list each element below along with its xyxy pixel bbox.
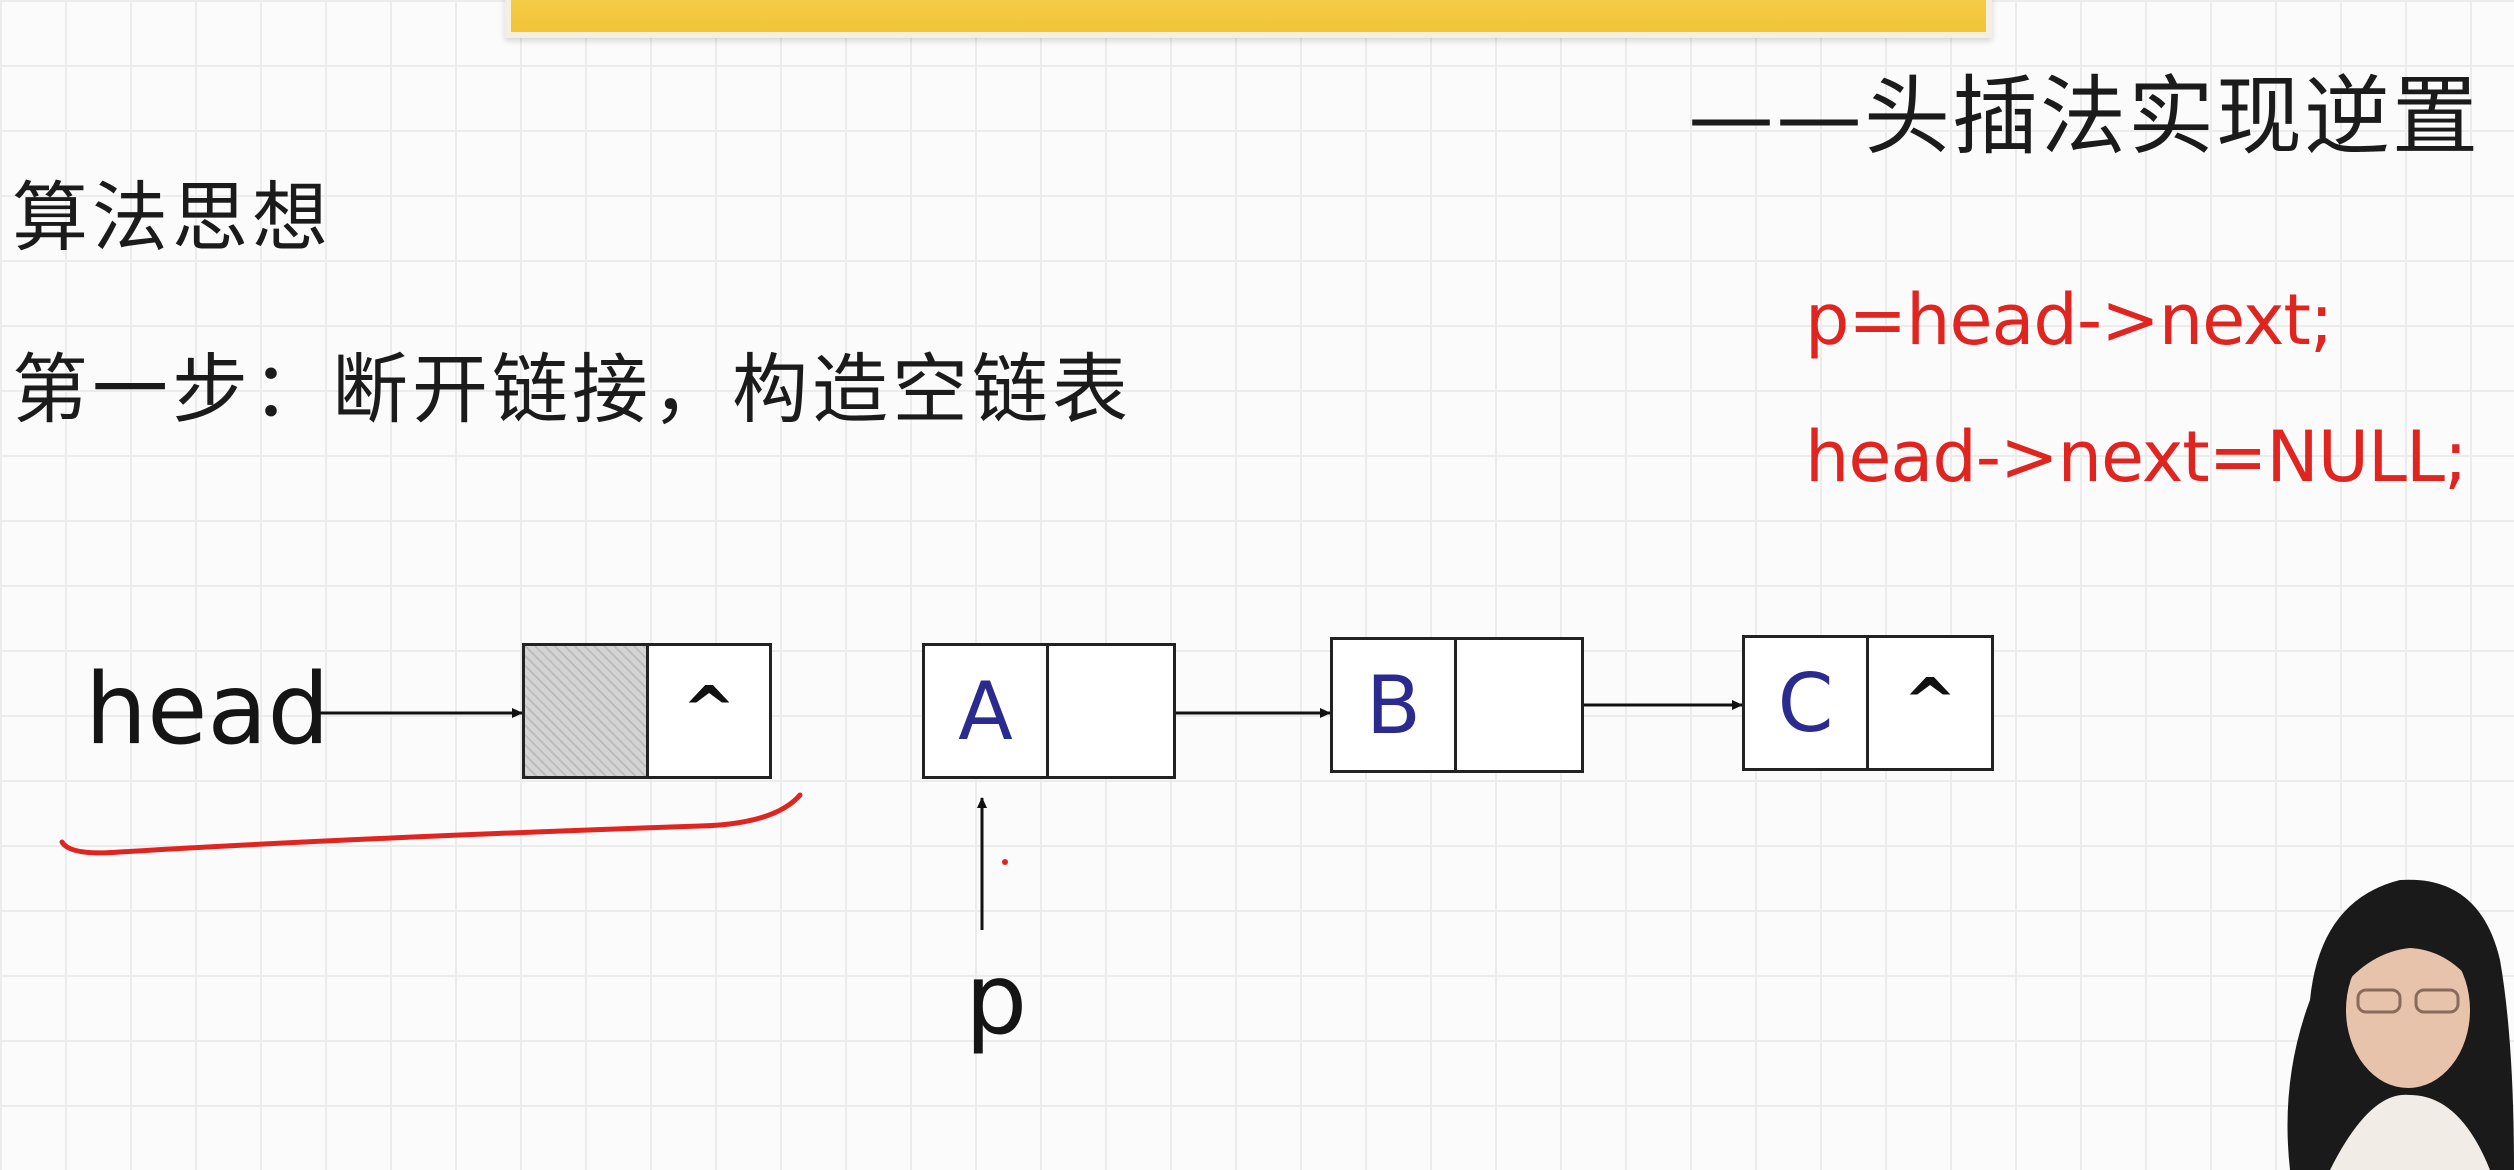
- node-b-letter: B: [1366, 658, 1421, 752]
- head-node: ^: [522, 643, 772, 779]
- node-c: C ^: [1742, 635, 1994, 771]
- pointer-label: p: [965, 943, 1028, 1057]
- head-node-data: [525, 646, 649, 776]
- code-line-2: head->next=NULL;: [1805, 416, 2468, 498]
- title-banner: [505, 0, 1992, 38]
- node-c-data: C: [1745, 638, 1869, 768]
- step-text: 第一步：断开链接，构造空链表: [12, 345, 1132, 434]
- node-a: A: [922, 643, 1176, 779]
- node-b: B: [1330, 637, 1584, 773]
- node-c-next: ^: [1869, 638, 1991, 768]
- null-symbol: ^: [1903, 666, 1957, 740]
- red-dot: [1002, 859, 1008, 865]
- node-a-data: A: [925, 646, 1049, 776]
- node-b-next: [1457, 640, 1581, 770]
- presenter-video: [2287, 879, 2514, 1170]
- subtitle: ——头插法实现逆置: [1688, 67, 2480, 167]
- node-c-letter: C: [1777, 656, 1834, 750]
- head-node-next: ^: [649, 646, 769, 776]
- null-symbol: ^: [682, 674, 736, 748]
- code-line-1: p=head->next;: [1805, 279, 2333, 361]
- heading: 算法思想: [12, 173, 332, 262]
- node-a-next: [1049, 646, 1173, 776]
- red-underline: [59, 792, 803, 856]
- head-label: head: [85, 653, 330, 767]
- node-a-letter: A: [958, 664, 1013, 758]
- node-b-data: B: [1333, 640, 1457, 770]
